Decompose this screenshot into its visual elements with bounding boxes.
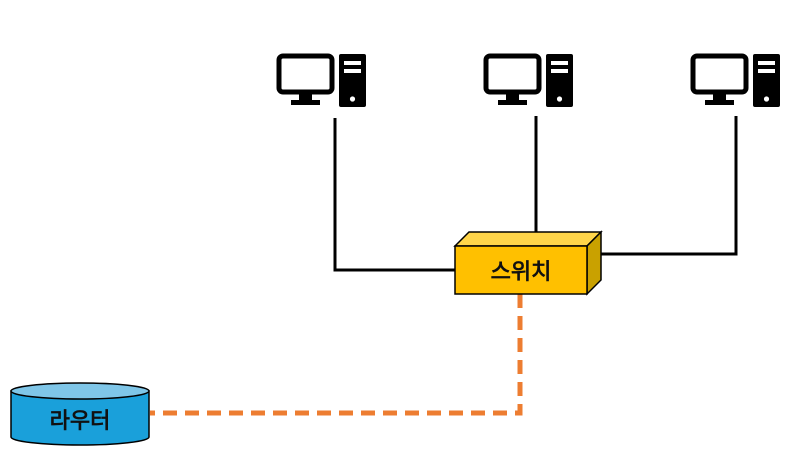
switch-label: 스위치 [491, 260, 552, 285]
link-switch-router [150, 294, 523, 416]
router-label: 라우터 [50, 409, 111, 434]
link-pc1-switch [333, 118, 455, 272]
router-top [10, 382, 150, 400]
switch-front-face [454, 245, 588, 295]
link-pc3-switch [600, 116, 738, 256]
computer-2 [486, 54, 573, 107]
router-node: 라우터 [10, 382, 150, 446]
router-body [10, 390, 150, 446]
switch-top-face [453, 231, 603, 247]
lan-links [333, 116, 738, 272]
computer-1 [279, 54, 366, 107]
desktop-computer-icon [279, 54, 366, 107]
switch-node: 스위치 [453, 230, 603, 296]
computer-3 [693, 54, 780, 107]
desktop-computer-icon [693, 54, 780, 107]
desktop-computer-icon [486, 54, 573, 107]
